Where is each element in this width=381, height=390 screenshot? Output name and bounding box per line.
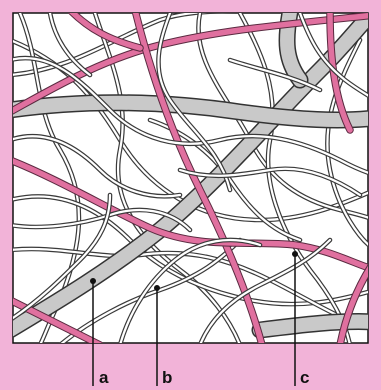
label-b: b: [162, 368, 172, 387]
label-a: a: [99, 368, 109, 387]
label-c: c: [300, 368, 309, 387]
thick-gray-fiber: [260, 322, 375, 330]
